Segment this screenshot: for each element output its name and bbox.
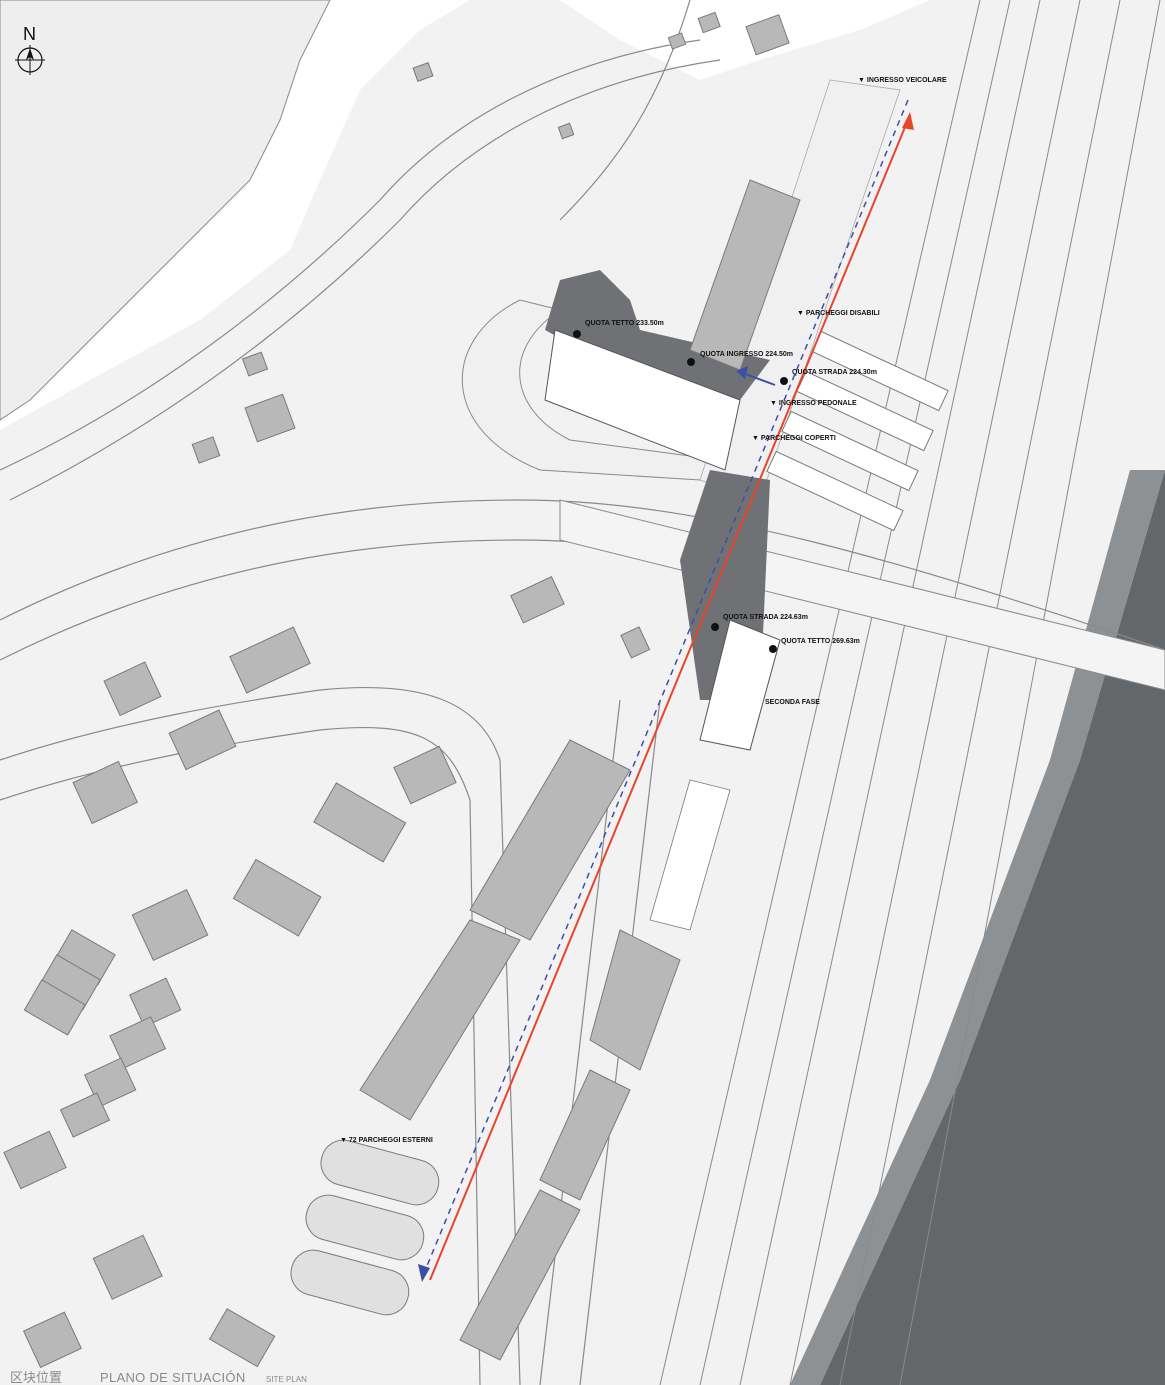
lake-area [0, 0, 331, 421]
second-phase-building [699, 619, 781, 751]
label-ingresso-pedonale: ▼ INGRESSO PEDONALE [770, 400, 857, 407]
north-letter: N [23, 24, 36, 44]
label-quota-ingresso: QUOTA INGRESSO 224.50m [700, 351, 793, 358]
caption-english: SITE PLAN [266, 1375, 307, 1384]
north-arrow-icon: N [15, 24, 45, 75]
elevation-markers [573, 330, 788, 653]
external-parking [290, 1139, 440, 1316]
vehicle-path-red-arrow-end [902, 112, 914, 130]
label-quota-strada-2: QUOTA STRADA 224.63m [723, 614, 808, 621]
label-ingresso-veicolare: ▼ INGRESSO VEICOLARE [858, 77, 947, 84]
river [820, 470, 1165, 1385]
label-parcheggi-coperti: ▼ PARCHEGGI COPERTI [752, 435, 836, 442]
label-parcheggi-esterni: ▼ 72 PARCHEGGI ESTERNI [340, 1137, 433, 1144]
entry-arrow-blue-head [736, 366, 748, 379]
pedestrian-path-blue [421, 99, 909, 1279]
label-parcheggi-disabili: ▼ PARCHEGGI DISABILI [797, 310, 880, 317]
north-building-white [544, 329, 741, 471]
vehicle-path-red [429, 114, 911, 1281]
river-edge [790, 470, 1165, 1385]
caption-spanish: PLANO DE SITUACIÓN [100, 1370, 246, 1385]
caption-chinese: 区块位置 [10, 1371, 62, 1385]
label-seconda-fase: SECONDA FASE [765, 699, 820, 706]
pedestrian-path-blue-arrow [418, 1264, 430, 1282]
label-quota-tetto-2: QUOTA TETTO 269.63m [781, 638, 860, 645]
warehouse-buildings [359, 739, 681, 1361]
label-quota-strada-1: QUOTA STRADA 224.30m [792, 369, 877, 376]
railway-lines [659, 0, 1161, 1385]
label-quota-tetto-1: QUOTA TETTO 233.50m [585, 320, 664, 327]
parking-grid [649, 779, 731, 931]
north-building-dark [545, 270, 770, 400]
houses [3, 11, 790, 1369]
covered-parking [766, 330, 949, 532]
